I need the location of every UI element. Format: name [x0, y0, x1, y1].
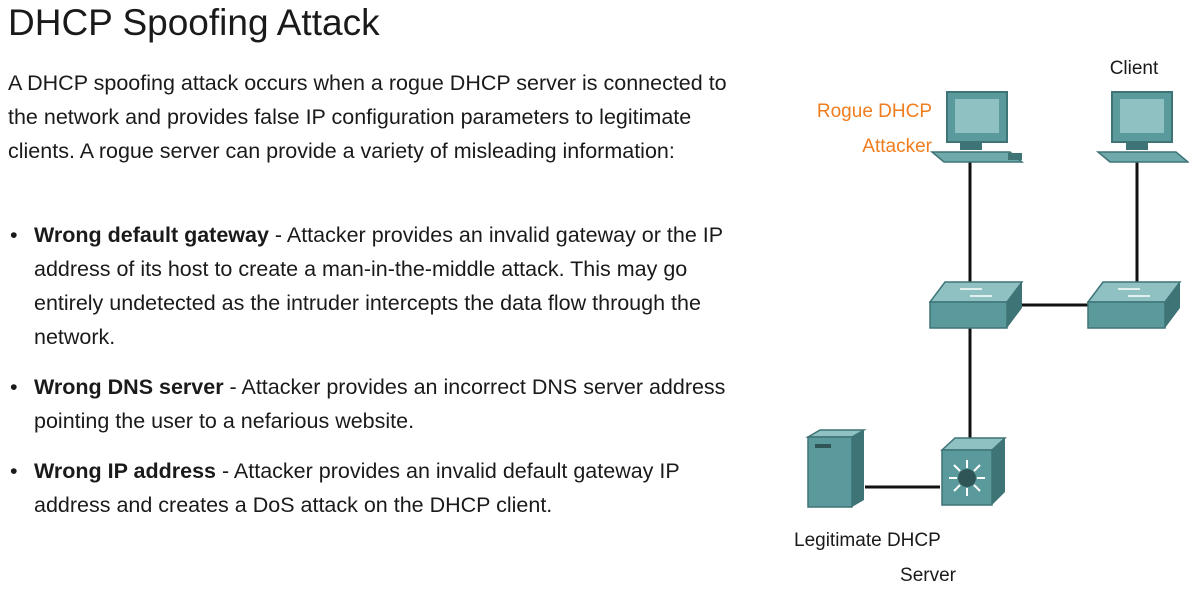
bullet-text: - Attacker provides an invalid default g… [34, 459, 680, 517]
list-item: Wrong IP address - Attacker provides an … [8, 454, 738, 522]
server-label-line1: Legitimate DHCP [794, 530, 941, 551]
list-item: Wrong DNS server - Attacker provides an … [8, 370, 738, 438]
links [865, 162, 1139, 489]
server-label-line2: Server [900, 565, 957, 586]
switch-icon [928, 281, 1024, 329]
bullet-text: - Attacker provides an invalid gateway o… [34, 223, 723, 349]
client-label: Client [1110, 58, 1159, 79]
server-icon [805, 429, 867, 508]
rogue-label-line2: Attacker [862, 136, 932, 157]
page-title: DHCP Spoofing Attack [8, 2, 380, 43]
bullet-list: Wrong default gateway - Attacker provide… [8, 218, 738, 538]
list-item: Wrong default gateway - Attacker provide… [8, 218, 738, 354]
rogue-pc-icon [929, 91, 1025, 163]
rogue-label-line1: Rogue DHCP [817, 101, 932, 122]
multilayer-switch-icon [940, 437, 1007, 506]
bullet-term: Wrong IP address [34, 459, 217, 483]
bullet-term: Wrong default gateway [34, 223, 269, 247]
bullet-term: Wrong DNS server [34, 375, 224, 399]
client-pc-icon [1095, 91, 1189, 163]
network-diagram: Client Rogue DHCP Attacker Legitimate DH… [794, 58, 1189, 586]
intro-paragraph: A DHCP spoofing attack occurs when a rog… [8, 71, 727, 163]
switch-icon [1086, 281, 1182, 329]
bullet-text: - Attacker provides an incorrect DNS ser… [34, 375, 726, 433]
